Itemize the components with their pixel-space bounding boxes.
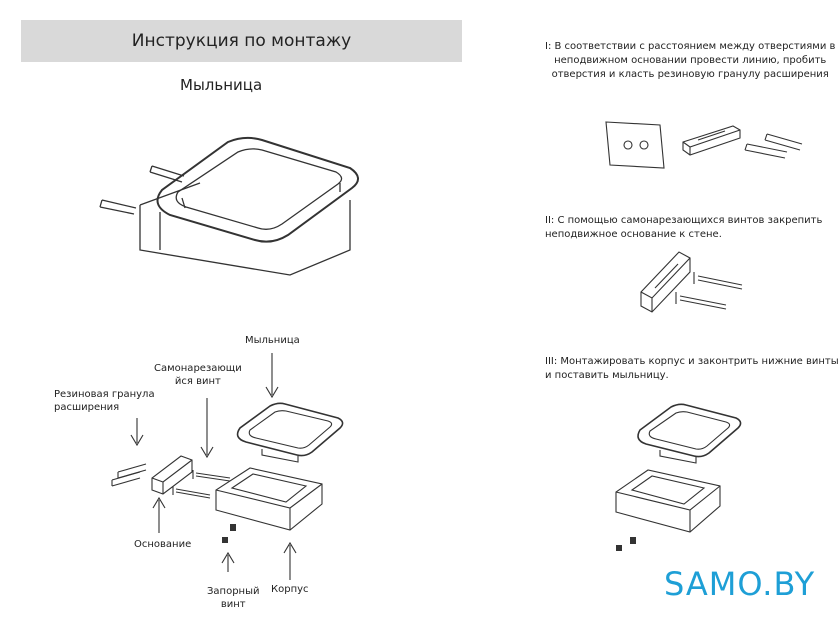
title-band xyxy=(21,20,462,62)
label-screw: Самонарезающи йся винт xyxy=(154,363,242,387)
samo-by-logo: SAMO.BY xyxy=(664,565,816,603)
base-part xyxy=(151,455,193,495)
set-screw-part xyxy=(616,537,636,551)
screw-part xyxy=(172,470,231,499)
step-1-text: I: В соответствии с расстоянием между от… xyxy=(545,41,836,80)
step-3-text: III: Монтажировать корпус и законтрить н… xyxy=(545,356,839,381)
label-body: Корпус xyxy=(271,584,309,595)
anchor-icon xyxy=(99,165,185,215)
product-name: Мыльница xyxy=(180,76,263,94)
step-2-text: II: С помощью самонарезающихся винтов за… xyxy=(545,215,823,240)
screw-part xyxy=(675,272,743,310)
page-title: Инструкция по монтажу xyxy=(131,31,352,51)
rubber-plug-part xyxy=(111,463,147,487)
label-set-screw: Запорный винт xyxy=(207,586,260,610)
body-part xyxy=(615,469,721,533)
soap-dish-part xyxy=(236,402,344,463)
base-part xyxy=(640,251,691,313)
body-part xyxy=(215,467,323,531)
label-soap-dish: Мыльница xyxy=(245,335,300,346)
base-part xyxy=(682,125,741,156)
soap-dish-part xyxy=(637,403,742,464)
label-rubber-plug: Резиновая гранула расширения xyxy=(54,389,155,413)
arrow-icon xyxy=(130,353,297,580)
set-screw-part xyxy=(222,524,236,543)
rubber-plug-part xyxy=(744,133,803,159)
wall-plate-icon xyxy=(605,121,665,169)
label-base: Основание xyxy=(134,539,192,550)
